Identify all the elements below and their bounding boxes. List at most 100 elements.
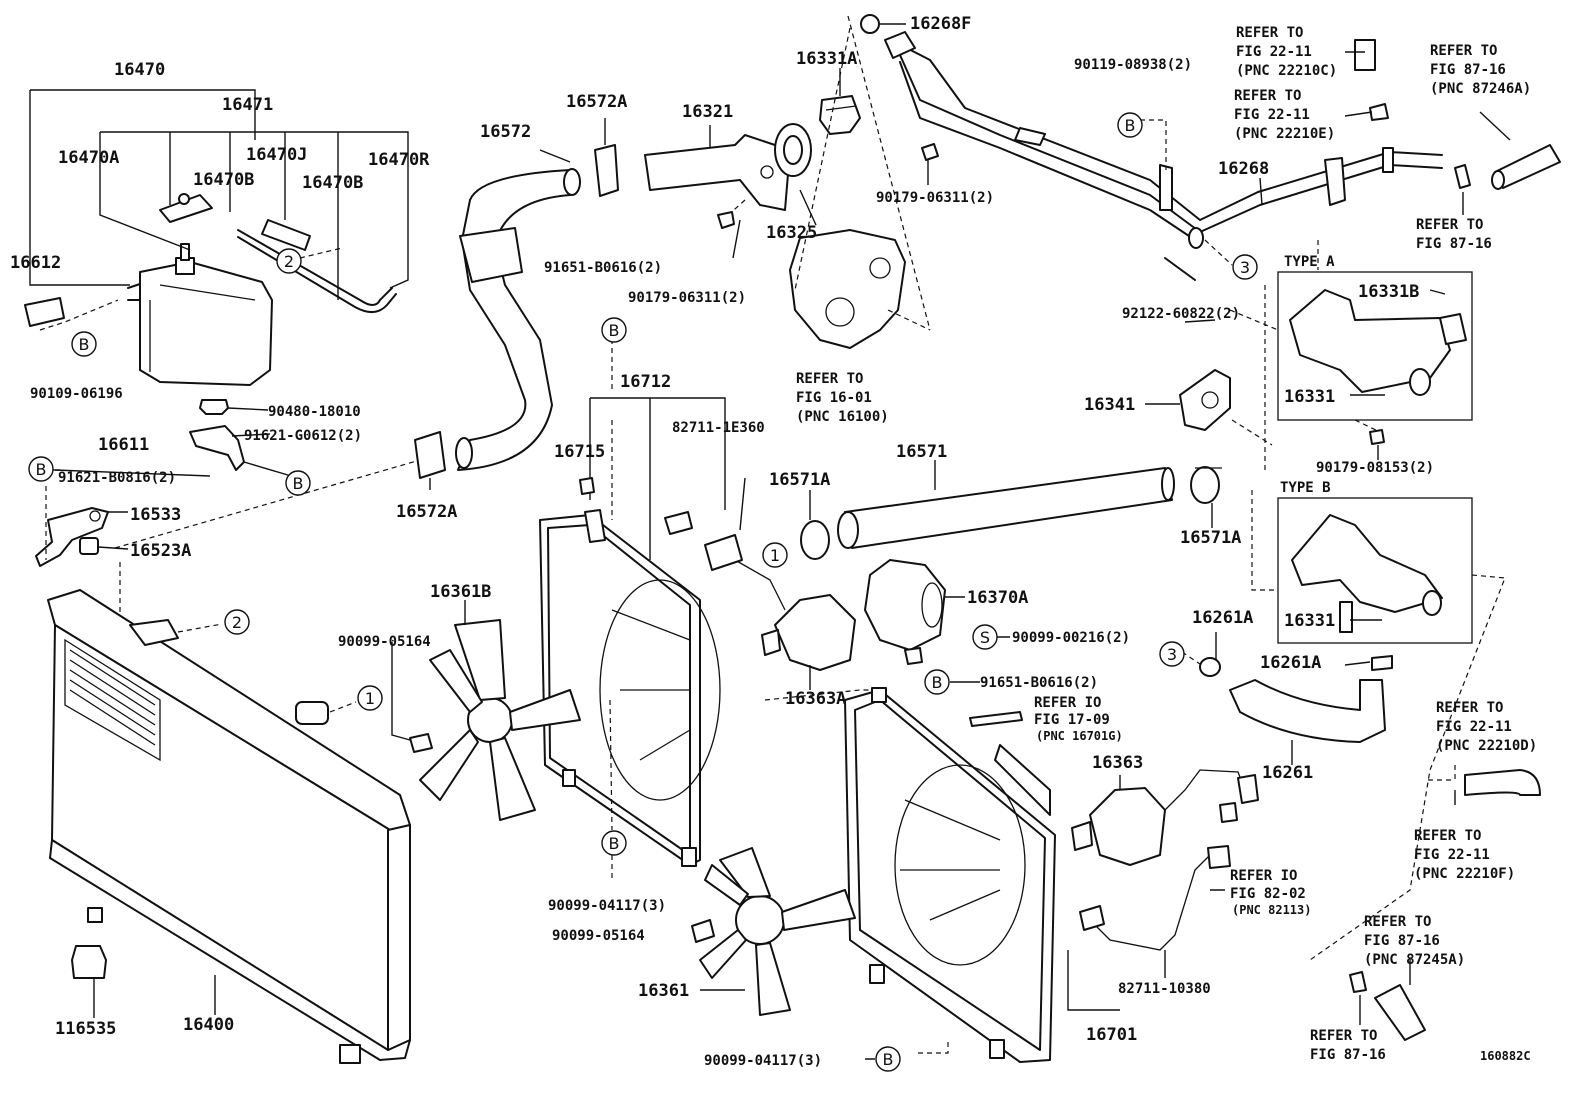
fan-motor-16363 xyxy=(1071,787,1166,866)
marker-b-5: B xyxy=(1117,112,1143,138)
label-16261A-a: 16261A xyxy=(1192,608,1253,628)
svg-text:REFER TO: REFER TO xyxy=(1436,700,1503,716)
svg-text:3: 3 xyxy=(1167,645,1177,664)
label-90109-06196: 90109-06196 xyxy=(30,386,123,402)
label-16612: 16612 xyxy=(10,253,61,273)
label-16571A-left: 16571A xyxy=(769,470,830,490)
svg-text:(PNC 87245A): (PNC 87245A) xyxy=(1364,952,1465,968)
label-90179-08153: 90179-08153(2) xyxy=(1316,460,1434,476)
svg-text:REFER IO: REFER IO xyxy=(1034,695,1101,711)
svg-text:FIG 82-02: FIG 82-02 xyxy=(1230,886,1306,902)
stud-92122 xyxy=(1164,257,1196,281)
reservoir-tank xyxy=(127,229,397,386)
fan-shroud-16712 xyxy=(539,509,721,867)
label-16470B-b: 16470B xyxy=(302,173,363,193)
label-16572A-bottom: 16572A xyxy=(396,502,457,522)
label-91651-B0616-a: 91651-B0616(2) xyxy=(544,260,662,276)
fan-motor-16370A xyxy=(864,559,946,665)
water-outlet-16321 xyxy=(644,134,791,211)
label-91621-G0612: 91621-G0612(2) xyxy=(244,428,362,444)
label-16331-a: 16331 xyxy=(1284,387,1335,407)
label-16361: 16361 xyxy=(638,981,689,1001)
marker-1-a: 1 xyxy=(357,685,383,711)
refer-note-2: REFER TO FIG 22-11 (PNC 22210E) xyxy=(1234,88,1335,142)
svg-text:(PNC 22210C): (PNC 22210C) xyxy=(1236,63,1337,79)
svg-text:FIG 22-11: FIG 22-11 xyxy=(1236,44,1312,60)
svg-text:B: B xyxy=(609,834,620,853)
marker-b-2: B xyxy=(28,456,54,482)
marker-b-6: B xyxy=(924,669,950,695)
label-16341: 16341 xyxy=(1084,395,1135,415)
refer-note-9: REFER IO FIG 82-02 (PNC 82113) xyxy=(1230,868,1311,917)
label-16535: 116535 xyxy=(55,1019,116,1039)
upper-radiator-hose xyxy=(455,168,581,471)
label-90119-08938: 90119-08938(2) xyxy=(1074,57,1192,73)
label-90480-18010: 90480-18010 xyxy=(268,404,361,420)
bolt-90179-b xyxy=(921,143,939,161)
label-16370A: 16370A xyxy=(967,588,1028,608)
type-b-box xyxy=(1277,497,1473,644)
label-16363A: 16363A xyxy=(785,689,846,709)
svg-text:REFER TO: REFER TO xyxy=(1430,43,1497,59)
label-16470R: 16470R xyxy=(368,150,430,170)
label-16523A: 16523A xyxy=(130,541,191,561)
label-16400: 16400 xyxy=(183,1015,234,1035)
label-16363: 16363 xyxy=(1092,753,1143,773)
label-16715: 16715 xyxy=(554,442,605,462)
svg-text:(PNC 87246A): (PNC 87246A) xyxy=(1430,81,1531,97)
marker-b-4: B xyxy=(601,317,627,343)
label-16712: 16712 xyxy=(620,372,671,392)
clip-16715 xyxy=(579,477,595,495)
hose-clamp-upper xyxy=(594,144,619,197)
label-16572: 16572 xyxy=(480,122,531,142)
label-16331-b: 16331 xyxy=(1284,611,1335,631)
label-16571: 16571 xyxy=(896,442,947,462)
fan-motor-16363A xyxy=(704,534,856,671)
refer-note-11: REFER TO FIG 87-16 xyxy=(1310,1028,1386,1063)
label-16361B: 16361B xyxy=(430,582,491,602)
svg-text:FIG 17-09: FIG 17-09 xyxy=(1034,712,1110,728)
svg-text:B: B xyxy=(79,335,90,354)
marker-s: S xyxy=(972,624,998,650)
label-16331B: 16331B xyxy=(1358,282,1419,302)
svg-text:(PNC 16701G): (PNC 16701G) xyxy=(1036,729,1123,743)
svg-text:1: 1 xyxy=(365,689,375,708)
label-16261A-b: 16261A xyxy=(1260,653,1321,673)
svg-text:(PNC 82113): (PNC 82113) xyxy=(1232,903,1311,917)
marker-b-8: B xyxy=(875,1046,901,1072)
clip-82711-a xyxy=(664,511,693,535)
label-type-b: TYPE B xyxy=(1280,480,1331,496)
svg-text:(PNC 22210E): (PNC 22210E) xyxy=(1234,126,1335,142)
svg-text:FIG 87-16: FIG 87-16 xyxy=(1430,62,1506,78)
label-90099-00216: 90099-00216(2) xyxy=(1012,630,1130,646)
svg-text:FIG 87-16: FIG 87-16 xyxy=(1364,933,1440,949)
svg-text:(PNC 16100): (PNC 16100) xyxy=(796,409,889,425)
svg-text:2: 2 xyxy=(232,613,242,632)
refer-note-4: REFER TO FIG 87-16 xyxy=(1416,217,1492,252)
refer-note-7: REFER TO FIG 22-11 (PNC 22210D) xyxy=(1436,700,1537,754)
label-16611: 16611 xyxy=(98,435,149,455)
svg-text:FIG 22-11: FIG 22-11 xyxy=(1436,719,1512,735)
clamp-16571A-left xyxy=(800,520,830,560)
marker-b-1: B xyxy=(71,331,97,357)
label-90099-05164-b: 90099-05164 xyxy=(552,928,645,944)
cushion-16523A xyxy=(79,537,99,555)
wire-harness-82711 xyxy=(1079,769,1259,951)
svg-text:(PNC 22210D): (PNC 22210D) xyxy=(1436,738,1537,754)
label-16470J: 16470J xyxy=(246,145,307,165)
refer-note-5: REFER TO FIG 16-01 (PNC 16100) xyxy=(796,371,889,425)
svg-text:REFER TO: REFER TO xyxy=(1236,25,1303,41)
label-90099-05164-a: 90099-05164 xyxy=(338,634,431,650)
refer-note-3: REFER TO FIG 87-16 (PNC 87246A) xyxy=(1430,43,1531,97)
marker-2-b: 2 xyxy=(224,609,250,635)
marker-2-a: 2 xyxy=(276,248,302,274)
svg-text:1: 1 xyxy=(770,546,780,565)
marker-b-3: B xyxy=(285,470,311,496)
label-82711-1E360: 82711-1E360 xyxy=(672,420,765,436)
label-16331A: 16331A xyxy=(796,49,857,69)
drain-cock-90480 xyxy=(199,399,229,415)
label-16571A-right: 16571A xyxy=(1180,528,1241,548)
svg-text:FIG 87-16: FIG 87-16 xyxy=(1416,236,1492,252)
svg-text:2: 2 xyxy=(284,252,294,271)
